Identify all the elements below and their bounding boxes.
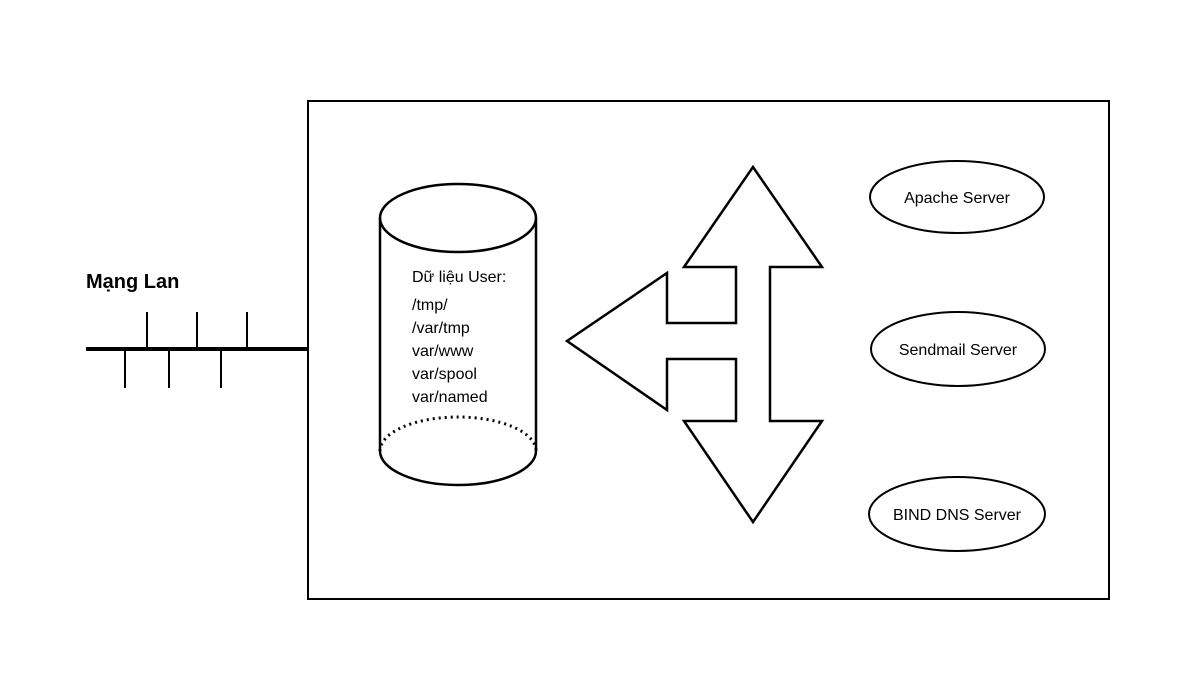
cylinder-body <box>378 218 538 487</box>
three-way-arrow-icon <box>564 164 825 525</box>
server-ellipse <box>870 311 1046 387</box>
storage-title: Dữ liệu User: <box>412 269 506 286</box>
lan-label: Mạng Lan <box>86 271 179 293</box>
server-label: BIND DNS Server <box>893 507 1022 524</box>
server-apache: Apache Server <box>869 160 1045 234</box>
storage-path: /tmp/ <box>412 297 448 314</box>
server-label: Sendmail Server <box>899 342 1018 359</box>
storage-path: /var/tmp <box>412 320 470 337</box>
storage-path: var/named <box>412 389 488 406</box>
server-ellipse <box>868 476 1046 552</box>
server-sendmail: Sendmail Server <box>870 311 1046 387</box>
cylinder-top <box>378 182 538 254</box>
cylinder-dotted-rim <box>378 415 538 452</box>
server-label: Apache Server <box>904 190 1011 207</box>
storage-path: var/www <box>412 343 474 360</box>
server-ellipse <box>869 160 1045 234</box>
storage-path: var/spool <box>412 366 477 383</box>
user-data-storage: Dữ liệu User: /tmp/ /var/tmp var/www var… <box>378 182 538 487</box>
server-bind-dns: BIND DNS Server <box>868 476 1046 552</box>
server-box <box>307 100 1110 600</box>
lan-network: Mạng Lan <box>86 271 308 388</box>
